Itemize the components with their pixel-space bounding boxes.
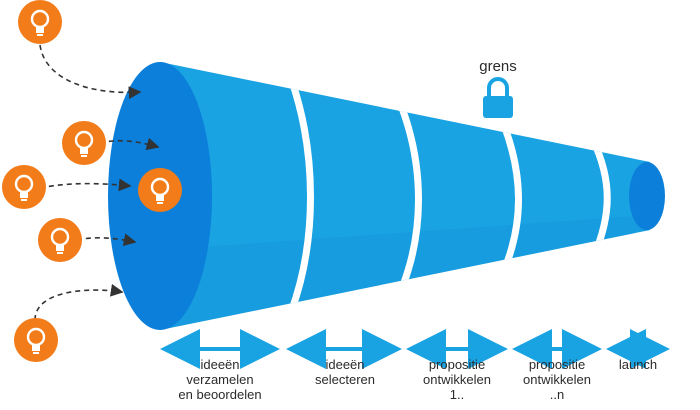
idea-arrow-5 (34, 283, 124, 321)
stage-label-select: ideeën selecteren (315, 357, 375, 387)
lightbulb-icon (62, 121, 106, 165)
lightbulb-icon (38, 218, 82, 262)
gate-label: grens (479, 58, 517, 75)
stage-divider-2 (395, 98, 422, 297)
idea-arrow-2 (99, 137, 160, 151)
funnel-body (160, 62, 650, 330)
stage-label-collect: ideeën verzamelen en beoordelen (178, 357, 262, 402)
idea-bulbs (2, 0, 182, 362)
stage-divider-3 (498, 118, 522, 277)
lightbulb-icon (14, 318, 58, 362)
lightbulb-icon (2, 165, 46, 209)
idea-arrow-1 (39, 44, 142, 100)
lightbulb-icon (18, 0, 62, 44)
padlock-icon (483, 77, 513, 118)
stage-divider-1 (284, 68, 314, 322)
idea-arrow-3 (39, 178, 132, 192)
funnel (108, 62, 665, 330)
stage-label-develop-n: propositie ontwikkelen ..n (523, 357, 591, 402)
stage-label-develop-1: propositie ontwikkelen 1.. (423, 357, 491, 402)
funnel-outlet (629, 162, 665, 230)
stage-label-launch: launch (618, 357, 658, 372)
lightbulb-icon (138, 168, 182, 212)
